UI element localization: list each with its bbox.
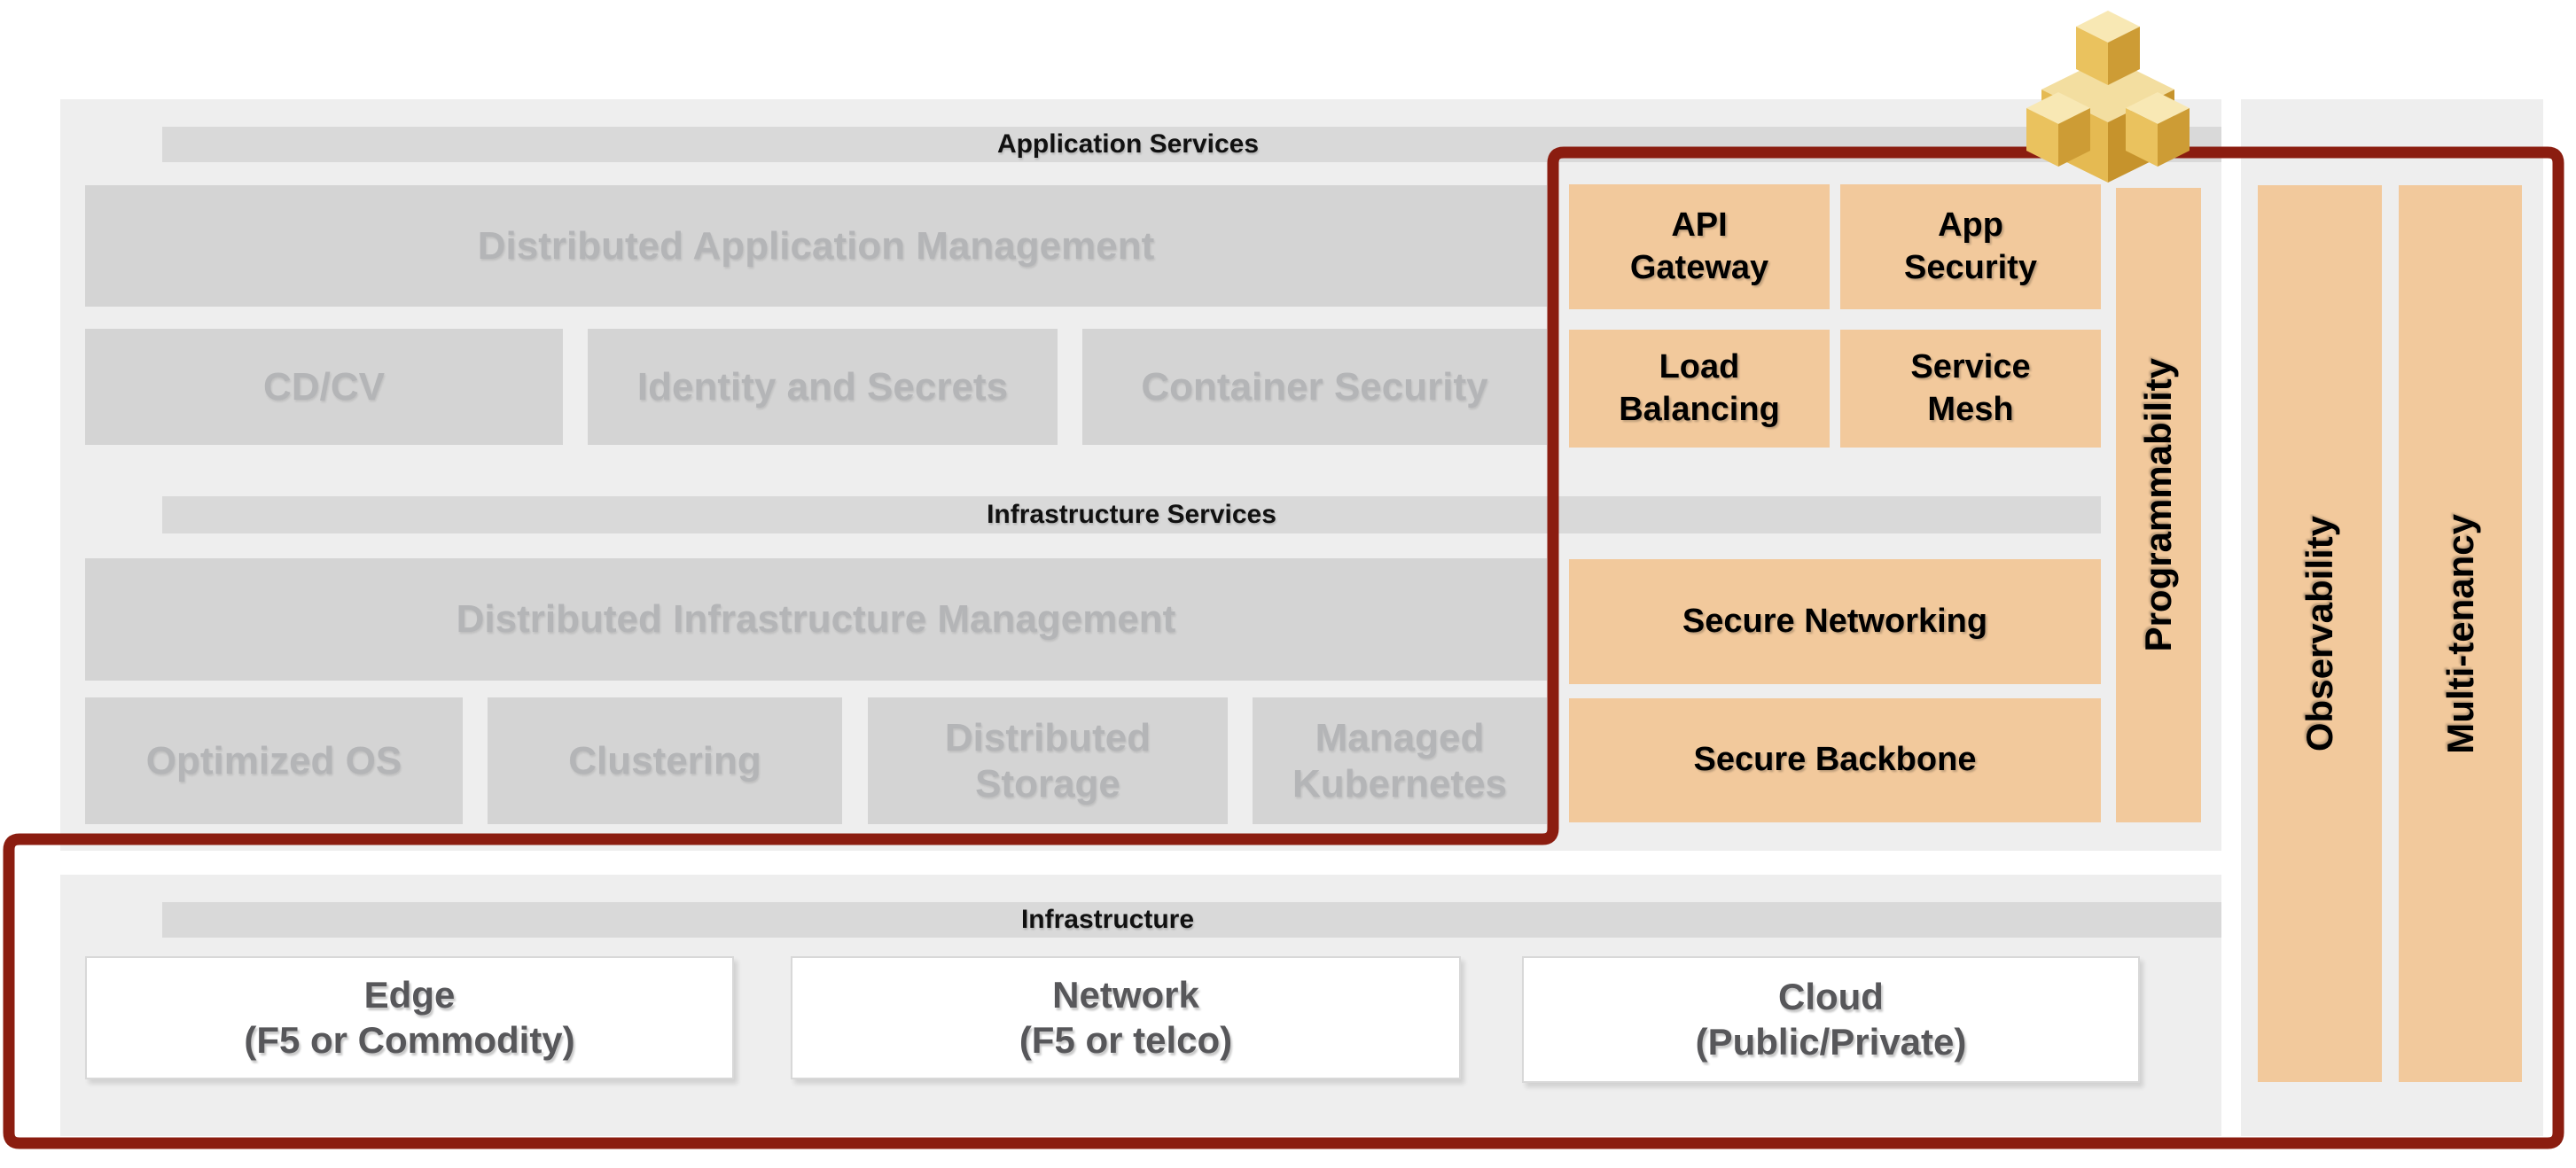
network-infrastructure-box: Network (F5 or telco) — [791, 956, 1461, 1079]
api-gateway-box: API Gateway — [1569, 184, 1830, 309]
app-security-box: App Security — [1840, 184, 2101, 309]
infrastructure-header-bar: Infrastructure — [162, 902, 2221, 938]
observability-bar: Observability — [2258, 185, 2382, 1082]
programmability-bar: Programmability — [2116, 188, 2201, 822]
infrastructure-services-header-label: Infrastructure Services — [987, 500, 1276, 529]
infrastructure-header-label: Infrastructure — [1020, 905, 1195, 934]
distributed-application-management-box: Distributed Application Management — [85, 185, 1547, 307]
clustering-box: Clustering — [488, 697, 842, 824]
secure-backbone-box: Secure Backbone — [1569, 698, 2101, 822]
cloud-infrastructure-box: Cloud (Public/Private) — [1522, 956, 2140, 1083]
container-security-box: Container Security — [1082, 329, 1547, 445]
edge-infrastructure-box: Edge (F5 or Commodity) — [85, 956, 734, 1079]
distributed-storage-box: Distributed Storage — [868, 697, 1228, 824]
distributed-infrastructure-management-box: Distributed Infrastructure Management — [85, 558, 1547, 681]
service-mesh-box: Service Mesh — [1840, 330, 2101, 448]
secure-networking-box: Secure Networking — [1569, 559, 2101, 684]
application-services-header-label: Application Services — [996, 129, 1260, 159]
cd-cv-box: CD/CV — [85, 329, 563, 445]
observability-label: Observability — [2299, 515, 2340, 752]
multi-tenancy-label: Multi-tenancy — [2439, 513, 2481, 754]
infrastructure-services-header-bar: Infrastructure Services — [162, 496, 2101, 533]
optimized-os-box: Optimized OS — [85, 697, 463, 824]
programmability-label: Programmability — [2137, 358, 2179, 652]
load-balancing-box: Load Balancing — [1569, 330, 1830, 448]
application-services-header-bar: Application Services — [162, 127, 2221, 162]
identity-and-secrets-box: Identity and Secrets — [588, 329, 1058, 445]
multi-tenancy-bar: Multi-tenancy — [2399, 185, 2522, 1082]
volterra-cubes-logo — [2026, 11, 2190, 183]
managed-kubernetes-box: Managed Kubernetes — [1253, 697, 1547, 824]
